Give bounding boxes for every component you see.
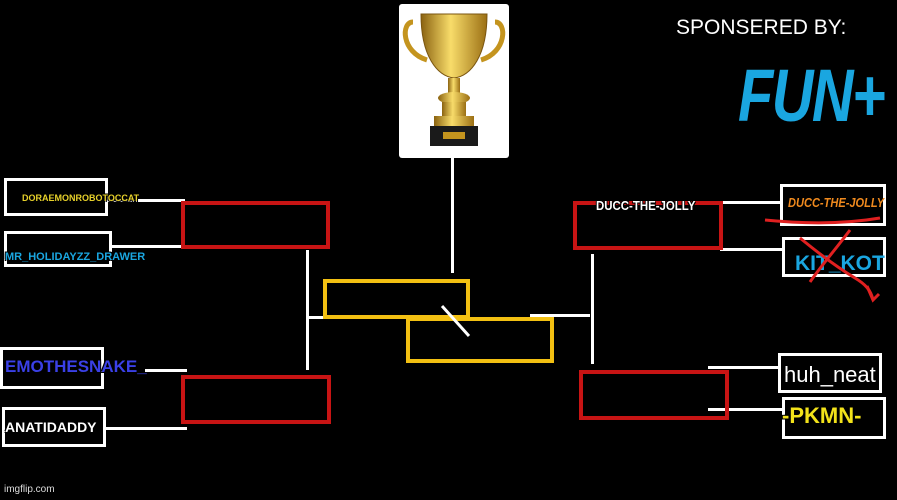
connector-line bbox=[720, 248, 785, 251]
bracket-slot-right-semifinal-1 bbox=[573, 201, 723, 250]
pen-stroke bbox=[440, 304, 471, 338]
cross-out-mark bbox=[764, 216, 881, 303]
bracket-slot-left-1 bbox=[4, 178, 108, 216]
connector-line bbox=[530, 314, 590, 317]
bracket-slot-final-2 bbox=[406, 317, 554, 363]
player-name-right-1: DUCC-THE-JOLLY bbox=[788, 195, 885, 210]
bracket-slot-right-2 bbox=[782, 237, 886, 277]
player-name-right-3: huh_neat bbox=[784, 362, 876, 387]
bracket-slot-left-semifinal-1 bbox=[181, 201, 330, 249]
player-name-right-semifinal-1: DUCC-THE-JOLLY bbox=[596, 198, 696, 213]
connector-line bbox=[306, 250, 309, 370]
connector-line bbox=[591, 254, 594, 364]
sponsor-logo: FUN+ bbox=[738, 54, 886, 137]
bracket-slot-left-2 bbox=[4, 231, 112, 267]
player-name-left-4: ANATIDADDY bbox=[5, 419, 97, 435]
connector-line bbox=[720, 201, 785, 204]
connector-line bbox=[708, 366, 783, 369]
player-name-left-3: EMOTHESNAKE_ bbox=[5, 357, 147, 376]
trophy-icon bbox=[402, 13, 506, 146]
bracket-slot-right-3 bbox=[778, 353, 882, 393]
bracket-slot-left-3 bbox=[0, 347, 104, 389]
connector-line bbox=[105, 427, 187, 430]
sponsor-heading: SPONSERED BY: bbox=[676, 16, 847, 39]
connector-line bbox=[112, 245, 187, 248]
connector-line bbox=[105, 199, 185, 202]
bracket-slot-left-4 bbox=[2, 407, 106, 447]
connector-line bbox=[708, 408, 783, 411]
player-name-left-2: MR_HOLIDAYZZ_DRAWER bbox=[5, 251, 146, 263]
player-name-right-2: KIT_KOT bbox=[795, 252, 885, 275]
bracket-slot-right-4 bbox=[782, 397, 886, 439]
bracket-slot-final-1 bbox=[323, 279, 470, 319]
watermark: imgflip.com bbox=[4, 484, 55, 495]
player-name-right-4: -PKMN- bbox=[782, 403, 862, 428]
player-name-left-1: DORAEMONROBOTOCCAT bbox=[22, 193, 140, 203]
bracket-slot-left-semifinal-2 bbox=[181, 375, 331, 424]
connector-line bbox=[145, 369, 187, 372]
trophy-card bbox=[399, 4, 509, 158]
bracket-slot-right-semifinal-2 bbox=[579, 370, 729, 420]
connector-line bbox=[451, 158, 454, 273]
